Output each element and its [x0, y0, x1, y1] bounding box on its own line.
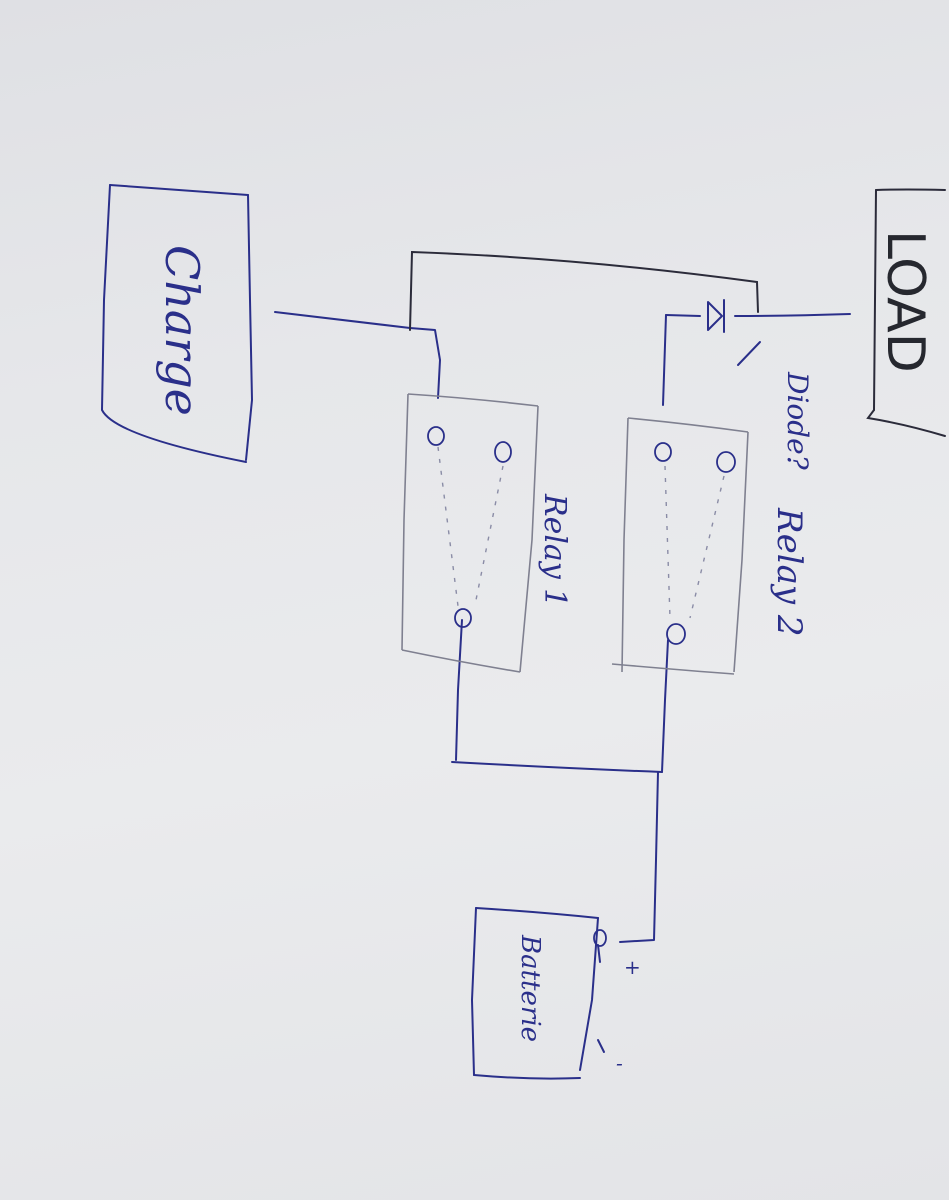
relay1-terminal-nc — [427, 426, 445, 446]
charge-label: Charge — [155, 245, 209, 416]
battery-minus-label: - — [616, 1051, 623, 1075]
charge-block: Charge — [101, 184, 253, 463]
relay1-terminal-com — [454, 608, 472, 628]
diode-symbol: Diode? — [707, 299, 814, 471]
diode-label: Diode? — [781, 371, 814, 471]
relay1-terminal-no — [494, 441, 512, 463]
battery-terminal-positive — [593, 929, 607, 947]
relay2-terminal-com — [666, 623, 686, 645]
load-label: LOAD — [875, 230, 935, 373]
relay2-terminal-no — [716, 451, 736, 473]
wires — [274, 250, 851, 943]
battery-plus-label: + — [624, 955, 641, 979]
relay2-terminal-nc — [654, 442, 672, 462]
relay2: Relay 2 — [611, 417, 809, 675]
relay1: Relay 1 — [401, 393, 572, 673]
battery-block: Batterie + - — [471, 907, 641, 1080]
relay1-label: Relay 1 — [537, 493, 572, 607]
load-block: LOAD — [866, 188, 946, 437]
relay2-label: Relay 2 — [769, 507, 809, 637]
battery-label: Batterie — [515, 934, 545, 1042]
